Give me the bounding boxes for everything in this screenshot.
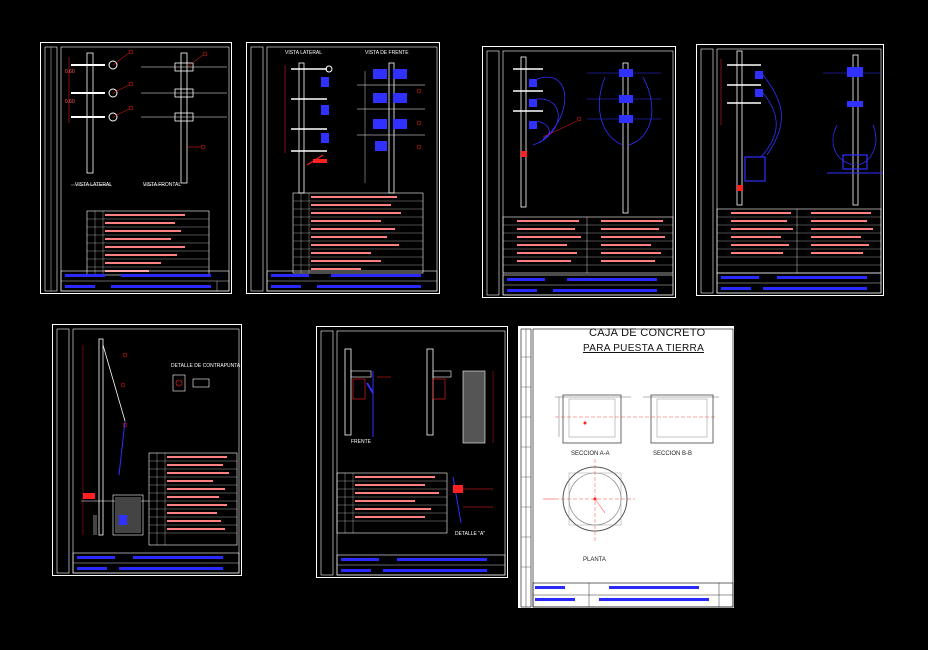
- view-label: VISTA FRONTAL: [143, 182, 182, 188]
- view-label: VISTA LATERAL: [285, 50, 323, 56]
- view-label: DETALLE "A": [455, 531, 486, 537]
- svg-text:0.60: 0.60: [65, 99, 75, 105]
- view-label: DETALLE DE CONTRAPUNTA: [171, 363, 241, 369]
- sheet-1[interactable]: 0.60 0.60: [40, 42, 232, 294]
- section-b-label: SECCION B-B: [653, 451, 693, 457]
- planta-label: PLANTA: [583, 557, 606, 563]
- view-label: VISTA DE FRENTE: [365, 50, 409, 56]
- sheet-7-drawing: [520, 328, 734, 608]
- sheet-3[interactable]: [482, 46, 676, 298]
- sheet-4-drawing: [700, 48, 883, 294]
- sheet-5[interactable]: DETALLE DE CONTRAPUNTA: [52, 324, 242, 576]
- section-a-label: SECCION A-A: [571, 451, 610, 457]
- sheet-2-drawing: [250, 46, 438, 292]
- view-label: VISTA LATERAL: [75, 182, 113, 188]
- sheet-4[interactable]: [696, 44, 884, 296]
- sheet-1-drawing: 0.60 0.60: [44, 46, 230, 292]
- sheet-7[interactable]: CAJA DE CONCRETO PARA PUESTA A TIERRA SE…: [518, 326, 734, 608]
- sheet-6[interactable]: FRENTE DETALLE "A": [316, 326, 508, 578]
- sheet-2[interactable]: VISTA LATERAL VISTA DE FRENTE: [246, 42, 440, 294]
- sheet-6-drawing: [320, 330, 506, 576]
- box-subtitle: PARA PUESTA A TIERRA: [583, 343, 705, 354]
- view-label: FRENTE: [351, 439, 371, 445]
- svg-text:0.60: 0.60: [65, 69, 75, 75]
- sheet-3-drawing: [486, 50, 674, 296]
- box-title: CAJA DE CONCRETO: [589, 327, 706, 339]
- sheet-5-drawing: [56, 328, 240, 574]
